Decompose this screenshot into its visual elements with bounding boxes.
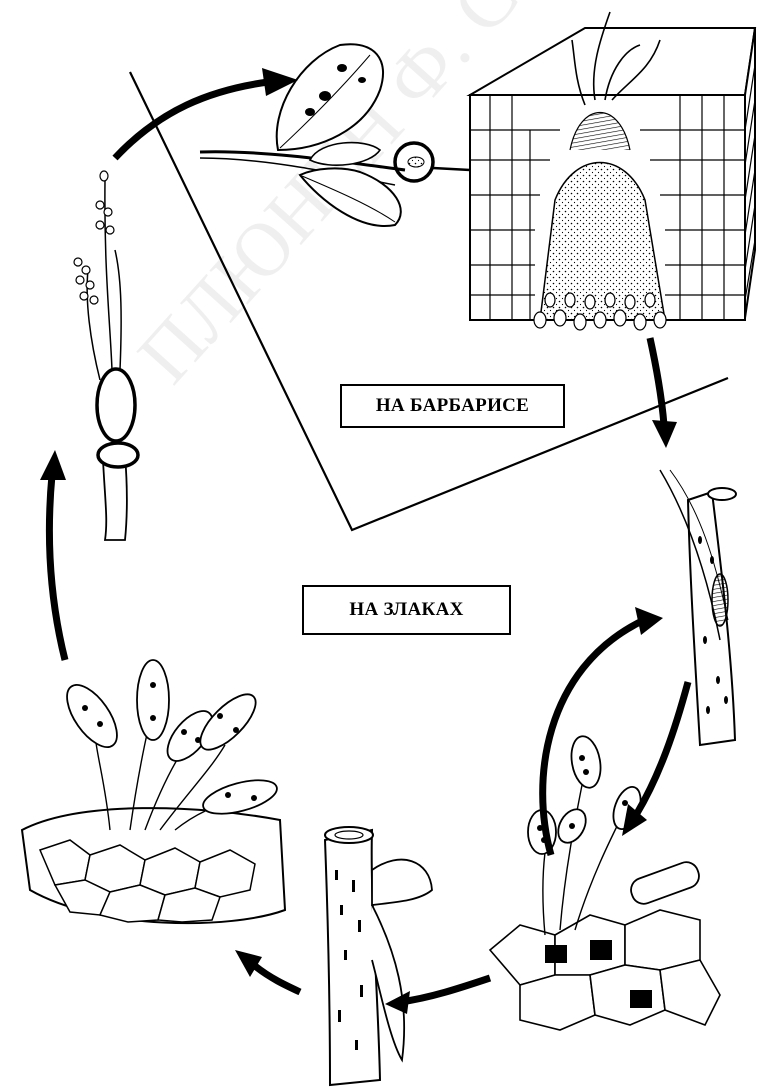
arrow-stem-to-uredinia bbox=[636, 682, 688, 815]
arrow-basidium-to-barberry bbox=[115, 82, 268, 158]
arrow-aecium-to-stem bbox=[650, 338, 664, 425]
urediniospores-tissue-illustration bbox=[480, 734, 745, 1060]
arrowhead-7 bbox=[40, 450, 66, 480]
label-on-grasses: НА ЗЛАКАХ bbox=[302, 585, 511, 635]
wheat-stem-uredinia-illustration bbox=[660, 470, 736, 745]
arrow-telia-to-teliospores bbox=[255, 966, 300, 992]
basidium-germination-illustration bbox=[74, 171, 138, 540]
barberry-leaf-illustration bbox=[200, 44, 470, 226]
arrow-uredinia-to-telia bbox=[400, 978, 490, 1002]
teliospores-tissue-illustration bbox=[22, 660, 285, 923]
wheat-stem-telia-illustration bbox=[325, 827, 432, 1085]
arrowhead-2 bbox=[652, 420, 677, 448]
aecium-section-illustration bbox=[470, 12, 755, 330]
arrowhead-6 bbox=[235, 950, 262, 977]
label-on-barberry: НА БАРБАРИСЕ bbox=[340, 384, 565, 428]
arrowhead-4 bbox=[635, 607, 663, 635]
arrow-teliospores-to-basidium bbox=[49, 475, 65, 660]
